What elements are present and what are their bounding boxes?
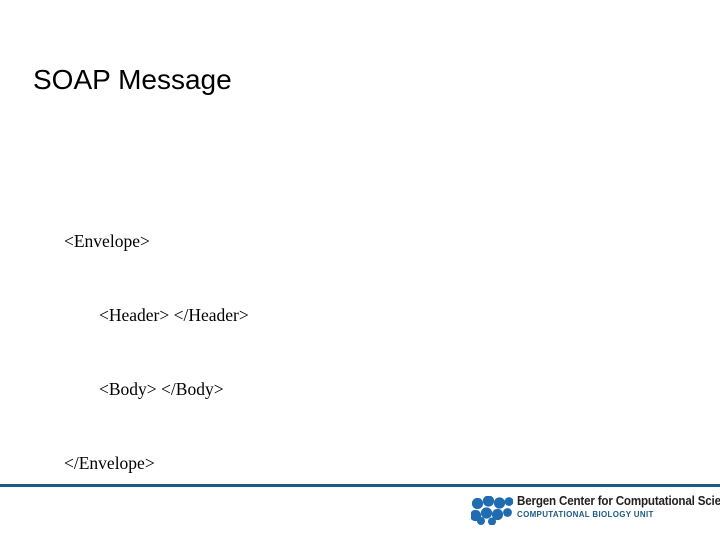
footer-divider bbox=[0, 484, 720, 487]
logo-subtitle: COMPUTATIONAL BIOLOGY UNIT bbox=[517, 509, 654, 519]
logo-text-group: Bergen Center for Computational Science … bbox=[517, 494, 720, 520]
code-line: <Body> </Body> bbox=[64, 378, 224, 399]
slide-body: <Envelope> <Header> </Header> <Body> </B… bbox=[64, 180, 664, 540]
soap-message-block-full: <Envelope> <Header> </Header> <Body> </B… bbox=[64, 180, 664, 524]
code-line: <Envelope> bbox=[64, 231, 150, 252]
code-line: </Envelope> bbox=[64, 452, 155, 473]
code-line: <Header> </Header> bbox=[64, 304, 249, 325]
bccs-molecule-dots-logo-icon bbox=[469, 495, 514, 526]
logo-title: Bergen Center for Computational Science bbox=[517, 494, 720, 508]
page-title: SOAP Message bbox=[33, 63, 232, 95]
footer-logo: Bergen Center for Computational Science … bbox=[469, 494, 720, 528]
